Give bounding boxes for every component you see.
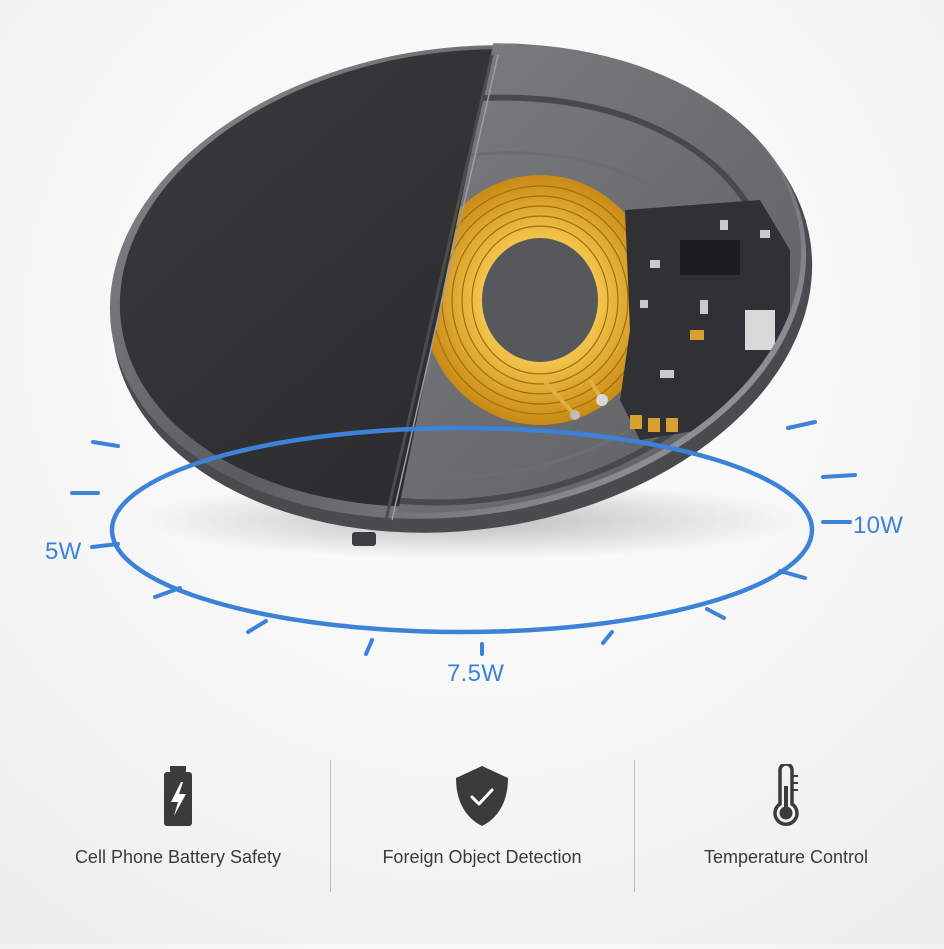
circuit-board bbox=[620, 200, 790, 440]
battery-charging-icon bbox=[164, 766, 192, 826]
power-ticks bbox=[70, 420, 857, 656]
feature-label: Temperature Control bbox=[703, 847, 869, 867]
thermometer-icon bbox=[773, 764, 799, 826]
power-ring bbox=[109, 425, 815, 635]
feature-battery-safety: Cell Phone Battery Safety bbox=[28, 744, 328, 894]
feature-divider bbox=[330, 760, 331, 892]
feature-label: Foreign Object Detection bbox=[382, 847, 582, 867]
power-label-5w: 5W bbox=[45, 538, 82, 565]
feature-row: Cell Phone Battery Safety Foreign Object… bbox=[0, 744, 944, 894]
feature-foreign-object: Foreign Object Detection bbox=[332, 744, 632, 894]
power-label-10w: 10W bbox=[853, 512, 904, 539]
power-label-7-5w: 7.5W bbox=[447, 660, 505, 687]
pad-foot bbox=[352, 532, 376, 546]
feature-temperature: Temperature Control bbox=[636, 744, 936, 894]
feature-label: Cell Phone Battery Safety bbox=[74, 847, 282, 867]
shield-check-icon bbox=[456, 766, 508, 826]
feature-divider bbox=[634, 760, 635, 892]
